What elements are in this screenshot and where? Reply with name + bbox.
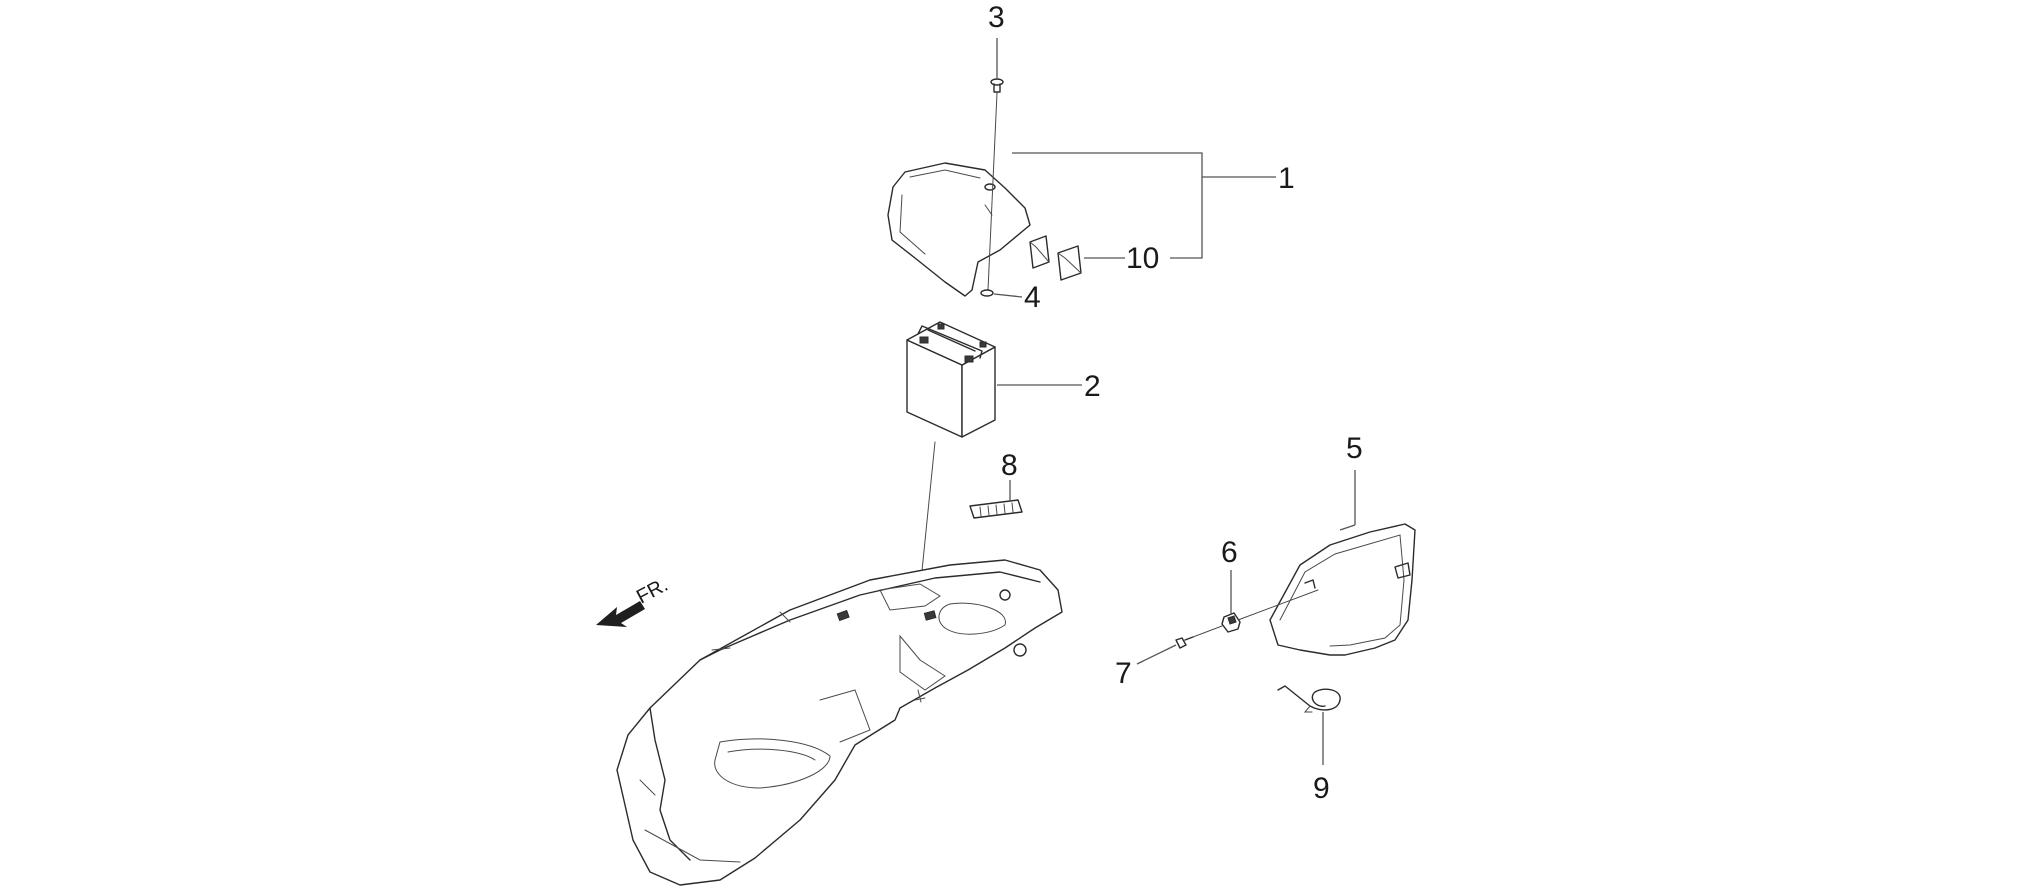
lid-screw: [1175, 625, 1223, 649]
screw: [987, 78, 1004, 291]
callout-5: 5: [1346, 432, 1363, 465]
battery-cover: [887, 162, 1031, 297]
callout-1: 1: [1278, 162, 1295, 195]
storage-box: [616, 559, 1063, 886]
front-arrow-icon: [596, 601, 645, 627]
callout-7: 7: [1115, 657, 1132, 690]
pad-left: [1029, 235, 1050, 269]
callout-4: 4: [1024, 281, 1041, 314]
callout-3: 3: [988, 1, 1005, 34]
cable-tie: [1277, 685, 1341, 713]
callout-2: 2: [1084, 370, 1101, 403]
callout-10: 10: [1126, 242, 1159, 275]
leader-lines: [993, 38, 1356, 765]
battery: [906, 321, 996, 641]
clip-nut: [1221, 589, 1319, 633]
callout-6: 6: [1221, 536, 1238, 569]
pad-right: [1057, 245, 1082, 281]
washer: [980, 289, 994, 297]
rubber-strip: [969, 499, 1023, 519]
callout-9: 9: [1313, 772, 1330, 805]
inspection-lid: [1269, 523, 1416, 656]
callout-8: 8: [1001, 449, 1018, 482]
